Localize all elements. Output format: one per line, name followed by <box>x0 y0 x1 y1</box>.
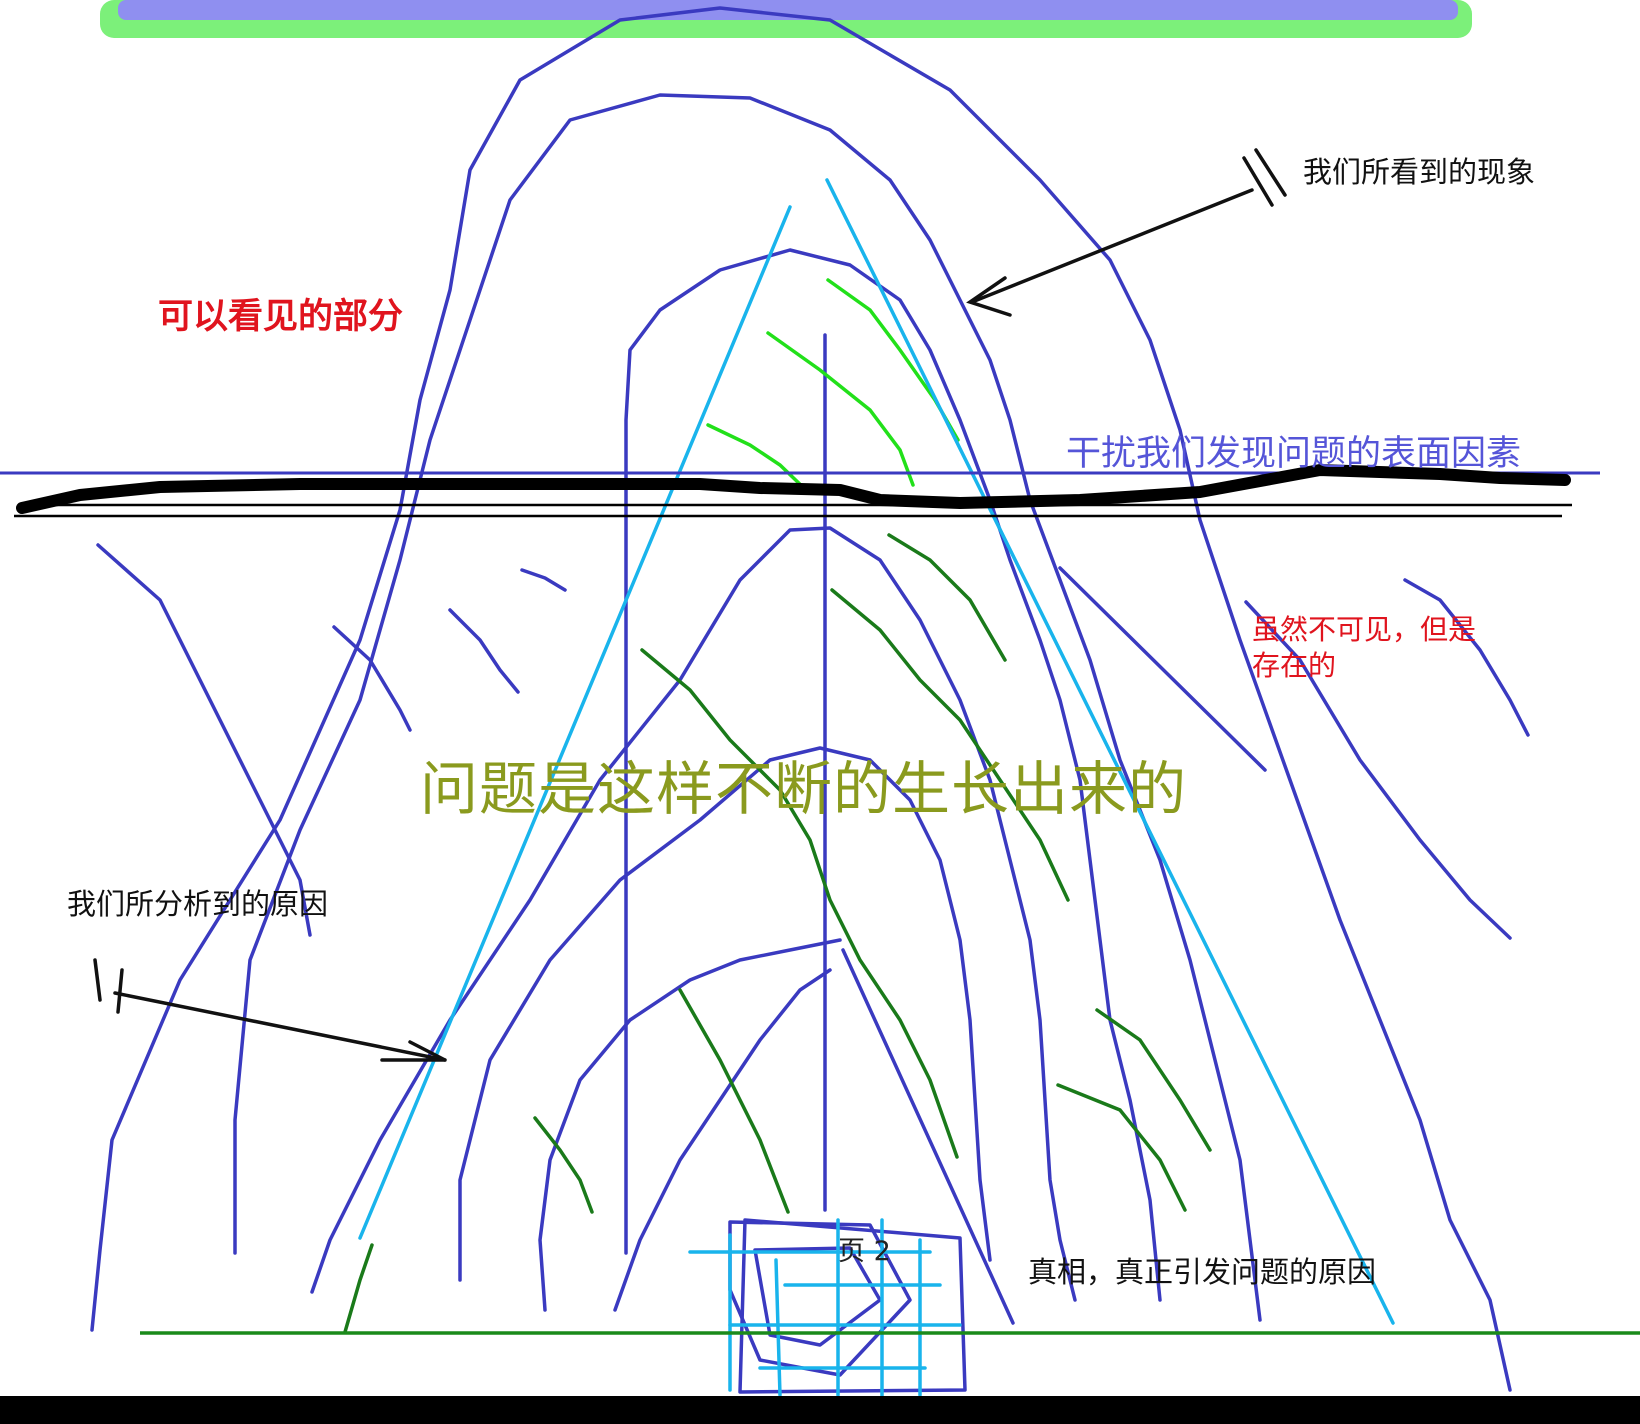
green-stroke-dark-4 <box>678 988 790 1214</box>
right-stroke-2 <box>1403 578 1530 737</box>
top-highlight-bar-inner <box>118 0 1458 20</box>
green-stroke-light-1 <box>826 278 960 442</box>
green-stroke-light-2 <box>766 331 915 487</box>
left-stroke-1 <box>96 543 312 937</box>
cause-arrowhead <box>380 1040 446 1062</box>
phenomenon-arrowhead <box>966 276 1012 317</box>
green-stroke-light-3 <box>706 423 808 492</box>
outer-arch <box>90 6 1512 1392</box>
surface-bold-black-line <box>16 464 1571 514</box>
phenomenon-tail-mark-1 <box>1242 156 1274 207</box>
phenomenon-label: 我们所看到的现象 <box>1303 155 1536 189</box>
third-arch <box>624 248 1162 1302</box>
page-marker: 页 2 <box>838 1236 891 1267</box>
green-stroke-dark-6 <box>1056 1083 1187 1212</box>
right-diagonal-line <box>1058 566 1267 772</box>
phenomenon-arrow <box>970 188 1254 304</box>
phenomenon-tail-mark-2 <box>1254 148 1287 197</box>
green-stroke-dark-2 <box>830 588 1070 902</box>
right-stroke-1 <box>1244 600 1512 940</box>
inner-arch-2 <box>458 746 992 1282</box>
invisible-exists-label: 虽然不可见，但是存在的 <box>1252 613 1477 683</box>
green-stroke-dark-8 <box>343 1243 374 1334</box>
truth-label: 真相，真正引发问题的原因 <box>1028 1255 1377 1289</box>
cause-arrow <box>113 991 447 1062</box>
left-stroke-3 <box>448 608 520 694</box>
left-stroke-2 <box>332 625 412 732</box>
inner-arch-1 <box>310 526 1077 1302</box>
inner-arch-3 <box>538 938 842 1312</box>
triangle-right-line <box>825 178 1395 1325</box>
visible-part-label: 可以看见的部分 <box>158 297 404 337</box>
green-stroke-dark-7 <box>533 1116 594 1214</box>
green-stroke-dark-3 <box>640 648 959 1159</box>
lower-diagonal-line <box>841 948 1015 1325</box>
diagram-title: 问题是这样不断的生长出来的 <box>420 755 1188 823</box>
surface-factors-label: 干扰我们发现问题的表面因素 <box>1066 434 1522 474</box>
cause-tail-mark-1 <box>93 958 102 1002</box>
green-stroke-dark-5 <box>1095 1008 1212 1152</box>
analyzed-cause-label: 我们所分析到的原因 <box>67 887 329 921</box>
scribble-box-inner-2 <box>753 1246 882 1347</box>
bottom-black-bar <box>0 1396 1640 1424</box>
lower-stroke-a <box>613 968 832 1312</box>
triangle-left-line <box>358 205 792 1240</box>
grid-v-2 <box>774 1258 782 1397</box>
green-stroke-dark-1 <box>887 533 1007 662</box>
second-arch <box>233 93 1262 1322</box>
left-stroke-4 <box>520 568 567 592</box>
cause-tail-mark-2 <box>116 968 124 1014</box>
